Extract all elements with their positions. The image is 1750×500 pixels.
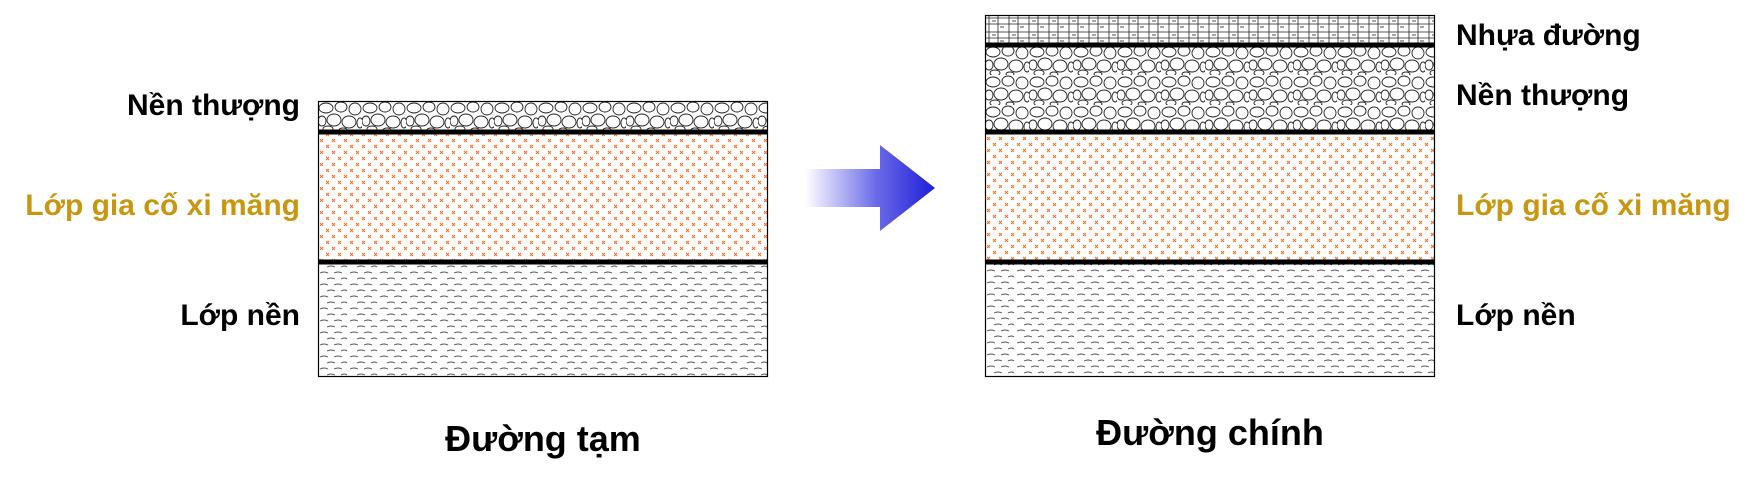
left-subgrade-layer [318,262,768,377]
left-caption: Đường tạm [445,418,641,459]
transition-arrow-icon [805,145,935,231]
left-upper-base-label: Nền thượng [126,89,300,122]
right-upper-base-layer [985,45,1435,132]
right-subgrade-layer [985,262,1435,377]
right-caption: Đường chính [1096,412,1324,453]
right-cement-layer [985,132,1435,262]
right-upper-base-label: Nền thượng [1456,79,1630,112]
left-road-cross-section [317,100,769,378]
left-subgrade-label: Lớp nền [180,299,300,332]
left-cement-layer [318,132,768,262]
right-road-cross-section [984,14,1436,378]
right-subgrade-label: Lớp nền [1456,299,1576,332]
right-cement-layer-label: Lớp gia cố xi măng [1456,189,1731,222]
left-upper-base-layer [318,101,768,132]
left-section-outline [317,100,769,378]
left-cement-layer-label: Lớp gia cố xi măng [25,189,300,222]
right-asphalt-layer [985,15,1435,45]
right-section-outline [984,14,1436,378]
right-asphalt-label: Nhựa đường [1456,19,1641,52]
